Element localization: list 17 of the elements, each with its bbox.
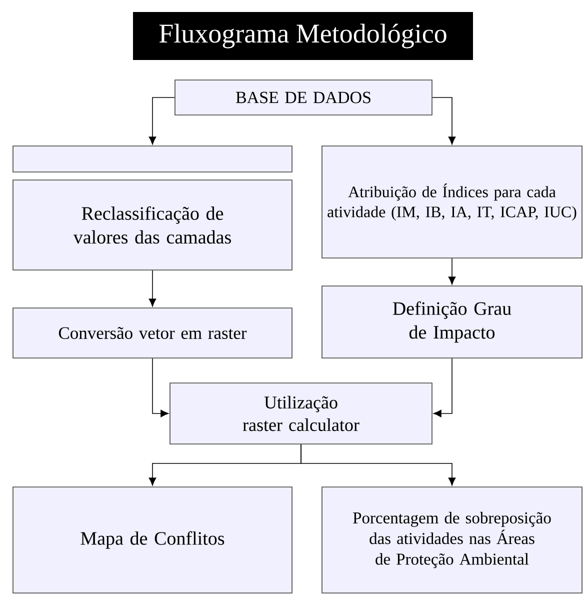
empty-box [12,146,292,172]
arrow [432,97,456,145]
process-box: Utilização raster calculator [170,382,432,444]
process-box: Mapa de Conflitos [12,486,292,594]
arrow [300,444,456,486]
process-box: Porcentagem de sobreposição das atividades nas Áreas de Proteção Ambiental [322,486,582,594]
process-box: Definição Grau de Impacto [322,286,582,358]
process-box: Reclassificação de valores das camadas [12,180,292,270]
process-box: Atribuição de Índices para cada atividade (IM, IB, IA, IT, ICAP, IUC) [322,146,582,258]
title-banner: Fluxograma Metodológico [133,12,473,60]
arrow [148,97,175,145]
process-box: BASE DE DADOS [174,80,432,116]
arrow [148,270,156,307]
arrow [152,358,169,418]
process-box: Conversão vetor em raster [12,308,292,358]
arrow [448,258,456,285]
arrow [433,358,452,418]
